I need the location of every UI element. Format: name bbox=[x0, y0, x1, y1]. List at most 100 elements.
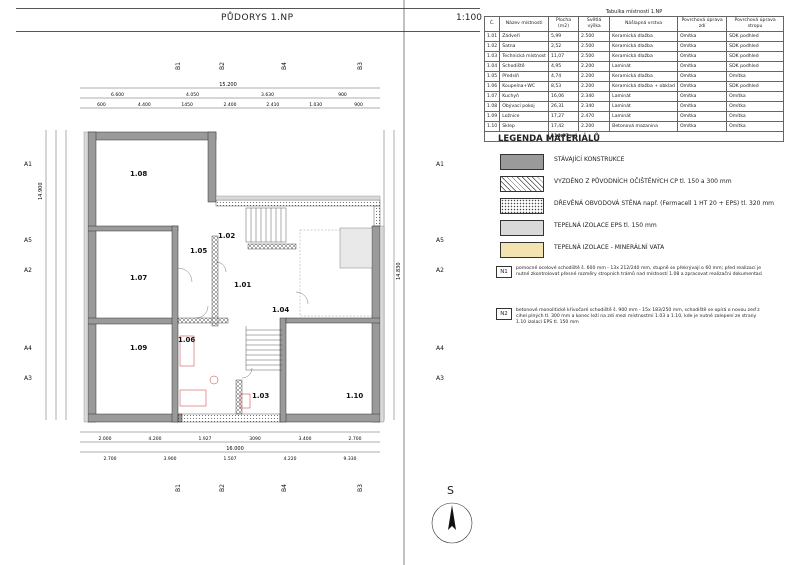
table-cell: Omítka bbox=[726, 121, 784, 132]
legend-item: TEPELNÁ IZOLACE EPS tl. 150 mm bbox=[496, 220, 786, 238]
table-cell: Omítka bbox=[676, 101, 728, 112]
section-mark-bottom: B2 bbox=[219, 484, 226, 492]
dimension-overall-left: 14.900 bbox=[38, 183, 44, 201]
dimension-chain-bottom bbox=[80, 431, 380, 453]
rooms-table: Tabulka místností 1.NP Č. Název místnost… bbox=[483, 8, 785, 142]
table-cell: SDK podhled bbox=[726, 51, 784, 62]
table-cell: Laminát bbox=[609, 111, 678, 122]
dimension-label: 2.400 bbox=[224, 102, 237, 108]
table-cell: 1.01 bbox=[483, 31, 501, 42]
table-cell: 2.500 bbox=[578, 31, 611, 42]
room-label: 1.10 bbox=[346, 392, 363, 400]
table-cell: Omítka bbox=[726, 91, 784, 102]
drawing-scale: 1:100 bbox=[456, 13, 482, 23]
section-mark-top: B2 bbox=[219, 62, 226, 70]
table-cell: 26,31 bbox=[547, 101, 580, 112]
legend-label: STÁVAJÍCÍ KONSTRUKCE bbox=[554, 156, 625, 163]
rooms-table-total: 114,87 m² bbox=[547, 131, 785, 142]
room-label: 1.04 bbox=[272, 306, 289, 314]
table-cell: 8,53 bbox=[547, 81, 580, 92]
dimension-label: 1.927 bbox=[199, 436, 212, 442]
table-cell: 2.340 bbox=[578, 91, 611, 102]
section-mark-right: A1 bbox=[436, 161, 444, 168]
legend-swatch bbox=[500, 176, 544, 192]
table-cell: 1.03 bbox=[483, 51, 501, 62]
table-cell: Schodiště bbox=[499, 61, 549, 72]
dimension-label: 900 bbox=[338, 92, 347, 98]
existing-walls bbox=[87, 131, 381, 423]
table-cell: Zádveří bbox=[499, 31, 549, 42]
table-cell: Omítka bbox=[676, 71, 728, 82]
legend-item: DŘEVĚNÁ OBVODOVÁ STĚNA např. (Fermacell … bbox=[496, 198, 786, 216]
table-cell: Předsíň bbox=[499, 71, 549, 82]
note-tag: N2 bbox=[496, 308, 512, 320]
legend-item: TEPELNÁ IZOLACE - MINERÁLNÍ VATA bbox=[496, 242, 786, 260]
terrace-outline bbox=[299, 229, 373, 317]
table-cell: Laminát bbox=[609, 91, 678, 102]
table-cell: 1.05 bbox=[483, 71, 501, 82]
dimension-label: 4.050 bbox=[186, 92, 199, 98]
table-cell: Omítka bbox=[676, 111, 728, 122]
table-cell: 2.500 bbox=[578, 41, 611, 52]
dimension-label: 1.030 bbox=[309, 102, 322, 108]
eps-insulation bbox=[83, 131, 385, 423]
dimension-label: 4.200 bbox=[149, 436, 162, 442]
table-cell: 2.500 bbox=[578, 51, 611, 62]
legend-item: STÁVAJÍCÍ KONSTRUKCE bbox=[496, 154, 786, 172]
table-cell: 1.08 bbox=[483, 101, 501, 112]
table-cell: SDK podhled bbox=[726, 41, 784, 52]
table-cell: 2,52 bbox=[547, 41, 580, 52]
dimension-overall-top: 15.200 bbox=[219, 82, 237, 88]
new-brick-walls bbox=[177, 235, 297, 415]
table-cell: Sklep bbox=[499, 121, 549, 132]
rooms-table-header: Povrchová úprava stropu bbox=[726, 16, 784, 32]
table-cell: 1.07 bbox=[483, 91, 501, 102]
dimension-label: 600 bbox=[97, 102, 106, 108]
table-cell: 2.470 bbox=[578, 111, 611, 122]
section-mark-bottom: B3 bbox=[357, 484, 364, 492]
section-mark-right: A3 bbox=[436, 375, 444, 382]
table-cell: 2.200 bbox=[578, 61, 611, 72]
table-cell: 11,07 bbox=[547, 51, 580, 62]
legend-title: LEGENDA MATERIÁLŮ bbox=[498, 134, 600, 144]
legend-swatch bbox=[500, 242, 544, 258]
room-label: 1.07 bbox=[130, 274, 147, 282]
room-labels: 1.081.071.091.051.061.011.021.031.041.10 bbox=[130, 170, 363, 400]
dimension-label: 900 bbox=[354, 102, 363, 108]
table-cell: Šatna bbox=[499, 41, 549, 52]
table-cell: Omítka bbox=[676, 91, 728, 102]
section-mark-right: A5 bbox=[436, 237, 444, 244]
table-cell: Ložnice bbox=[499, 111, 549, 122]
legend-swatch bbox=[500, 154, 544, 170]
room-label: 1.09 bbox=[130, 344, 147, 352]
rooms-table-header: Nášlapná vrstva bbox=[609, 16, 678, 32]
section-mark-right: A4 bbox=[436, 345, 444, 352]
section-mark-top: B4 bbox=[281, 62, 288, 70]
legend-swatch bbox=[500, 220, 544, 236]
table-cell: Obývací pokoj bbox=[499, 101, 549, 112]
rooms-table-header: Světlá výška bbox=[578, 16, 611, 32]
table-cell: 16,06 bbox=[547, 91, 580, 102]
section-mark-top: B1 bbox=[175, 62, 182, 70]
table-cell: 4,95 bbox=[547, 61, 580, 72]
section-mark-left: A4 bbox=[24, 345, 32, 352]
dimension-label: 9.330 bbox=[344, 456, 357, 462]
section-mark-left: A3 bbox=[24, 375, 32, 382]
legend-label: TEPELNÁ IZOLACE EPS tl. 150 mm bbox=[554, 222, 657, 229]
dimension-label: 6.600 bbox=[111, 92, 124, 98]
rooms-table-header: Název místnosti bbox=[499, 16, 549, 32]
dimension-label: 1450 bbox=[181, 102, 193, 108]
legend-label: DŘEVĚNÁ OBVODOVÁ STĚNA např. (Fermacell … bbox=[554, 200, 775, 207]
note-text: betonové monolitické křivočaré schodiště… bbox=[516, 308, 760, 326]
dimension-label: 2.700 bbox=[104, 456, 117, 462]
section-mark-right: A2 bbox=[436, 267, 444, 274]
note-text: pomocné ocelové schodiště š. 600 mm - 13… bbox=[516, 266, 763, 278]
